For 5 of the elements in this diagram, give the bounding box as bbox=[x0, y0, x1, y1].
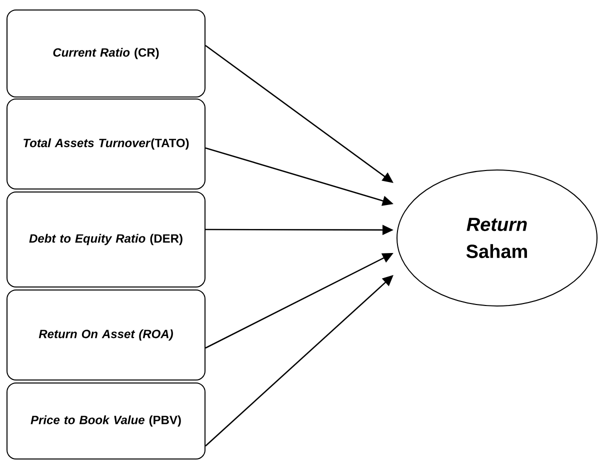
variable-box: Return On Asset (ROA) bbox=[6, 290, 206, 380]
variable-box: Current Ratio (CR) bbox=[6, 10, 206, 98]
variable-box: Price to Book Value (PBV) bbox=[6, 382, 206, 460]
variable-box: Total Assets Turnover(TATO) bbox=[6, 98, 206, 190]
variable-box: Debt to Equity Ratio (DER) bbox=[6, 192, 206, 288]
